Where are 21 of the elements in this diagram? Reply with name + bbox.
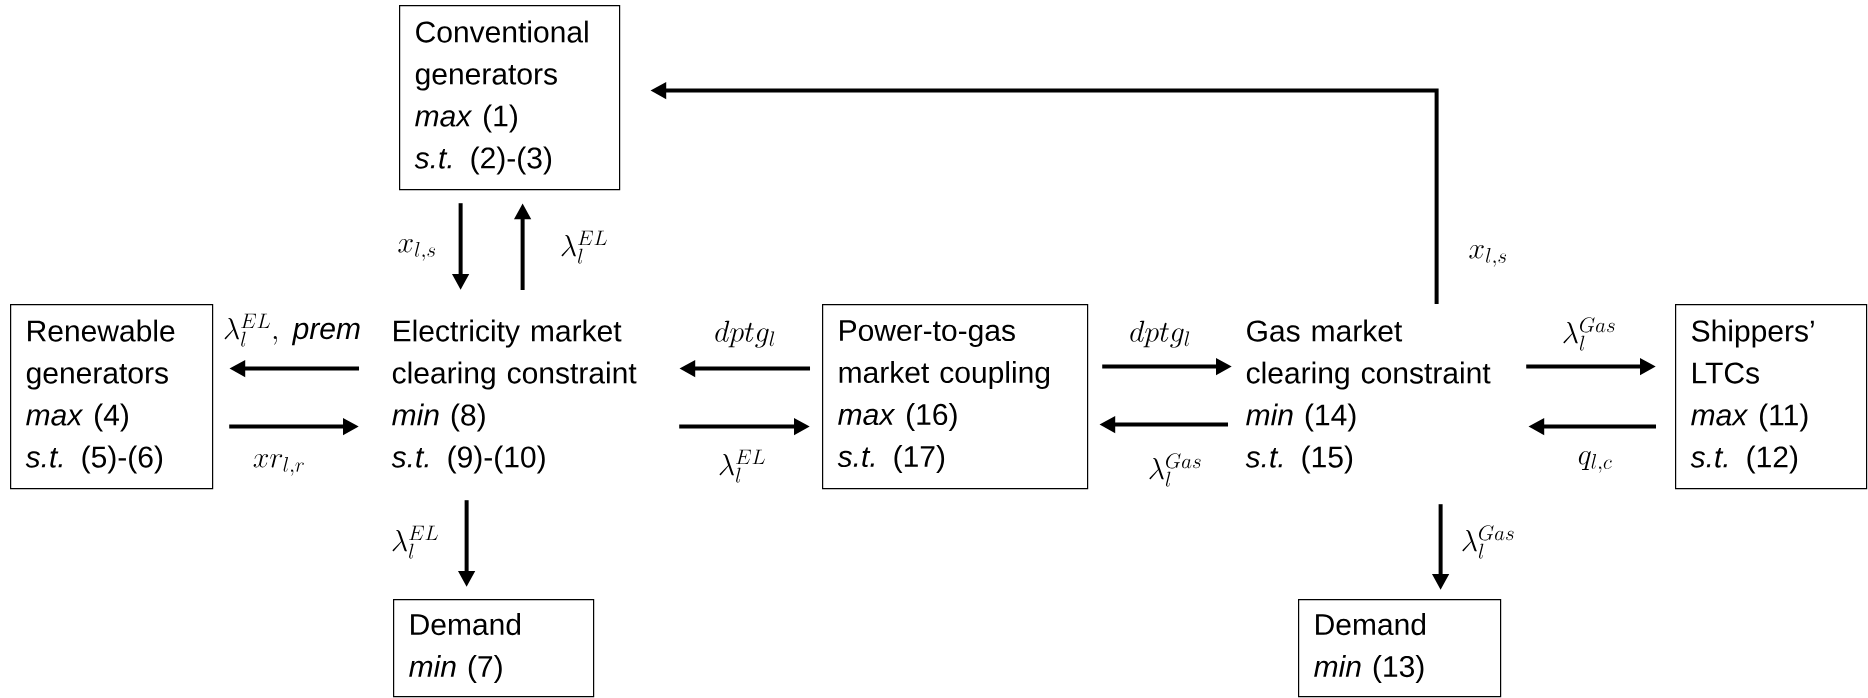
edge-label: $q_{l,c}$ <box>1578 450 1612 473</box>
edge-label: $\lambda_l^{Gas}$ <box>1462 525 1514 559</box>
edge-label: $x_{l,s}$ <box>1469 244 1507 267</box>
edge-label: $dptg_l$ <box>1130 320 1190 348</box>
process-box: Renewable generators max (4) s.t. (5)-(6) <box>10 304 214 490</box>
edge-label: $\lambda_l^{EL}$ <box>392 525 438 559</box>
edge-label: $\lambda_l^{Gas}$ <box>1149 453 1201 487</box>
edge-label: $xr_{l,r}$ <box>253 453 304 476</box>
edge-label: $x_{l,s}$ <box>398 238 436 261</box>
edge-label: $dptg_l$ <box>715 320 775 348</box>
process-box: Demand min (13) <box>1298 599 1502 698</box>
edge-label: $\lambda_l^{EL}$ <box>561 230 607 264</box>
market-clearing-text: Gas market clearing constraint min (14) s.t. (15) <box>1245 319 1491 474</box>
process-box: Conventional generators max (1) s.t. (2)-(3) <box>399 5 621 191</box>
process-box: Shippers’ LTCs max (11) s.t. (12) <box>1675 304 1868 490</box>
edge-label: $\lambda_l^{EL},\ \mathit{prem}$ <box>224 313 360 347</box>
market-clearing-text: Electricity market clearing constraint min (8) s.t. (9)-(10) <box>391 319 637 474</box>
process-box: Demand min (7) <box>393 599 595 698</box>
process-box: Power-to-gas market coupling max (16) s.t. (17) <box>822 304 1089 490</box>
edge-label: $\lambda_l^{Gas}$ <box>1563 317 1615 351</box>
edge-label: $\lambda_l^{EL}$ <box>719 449 765 483</box>
